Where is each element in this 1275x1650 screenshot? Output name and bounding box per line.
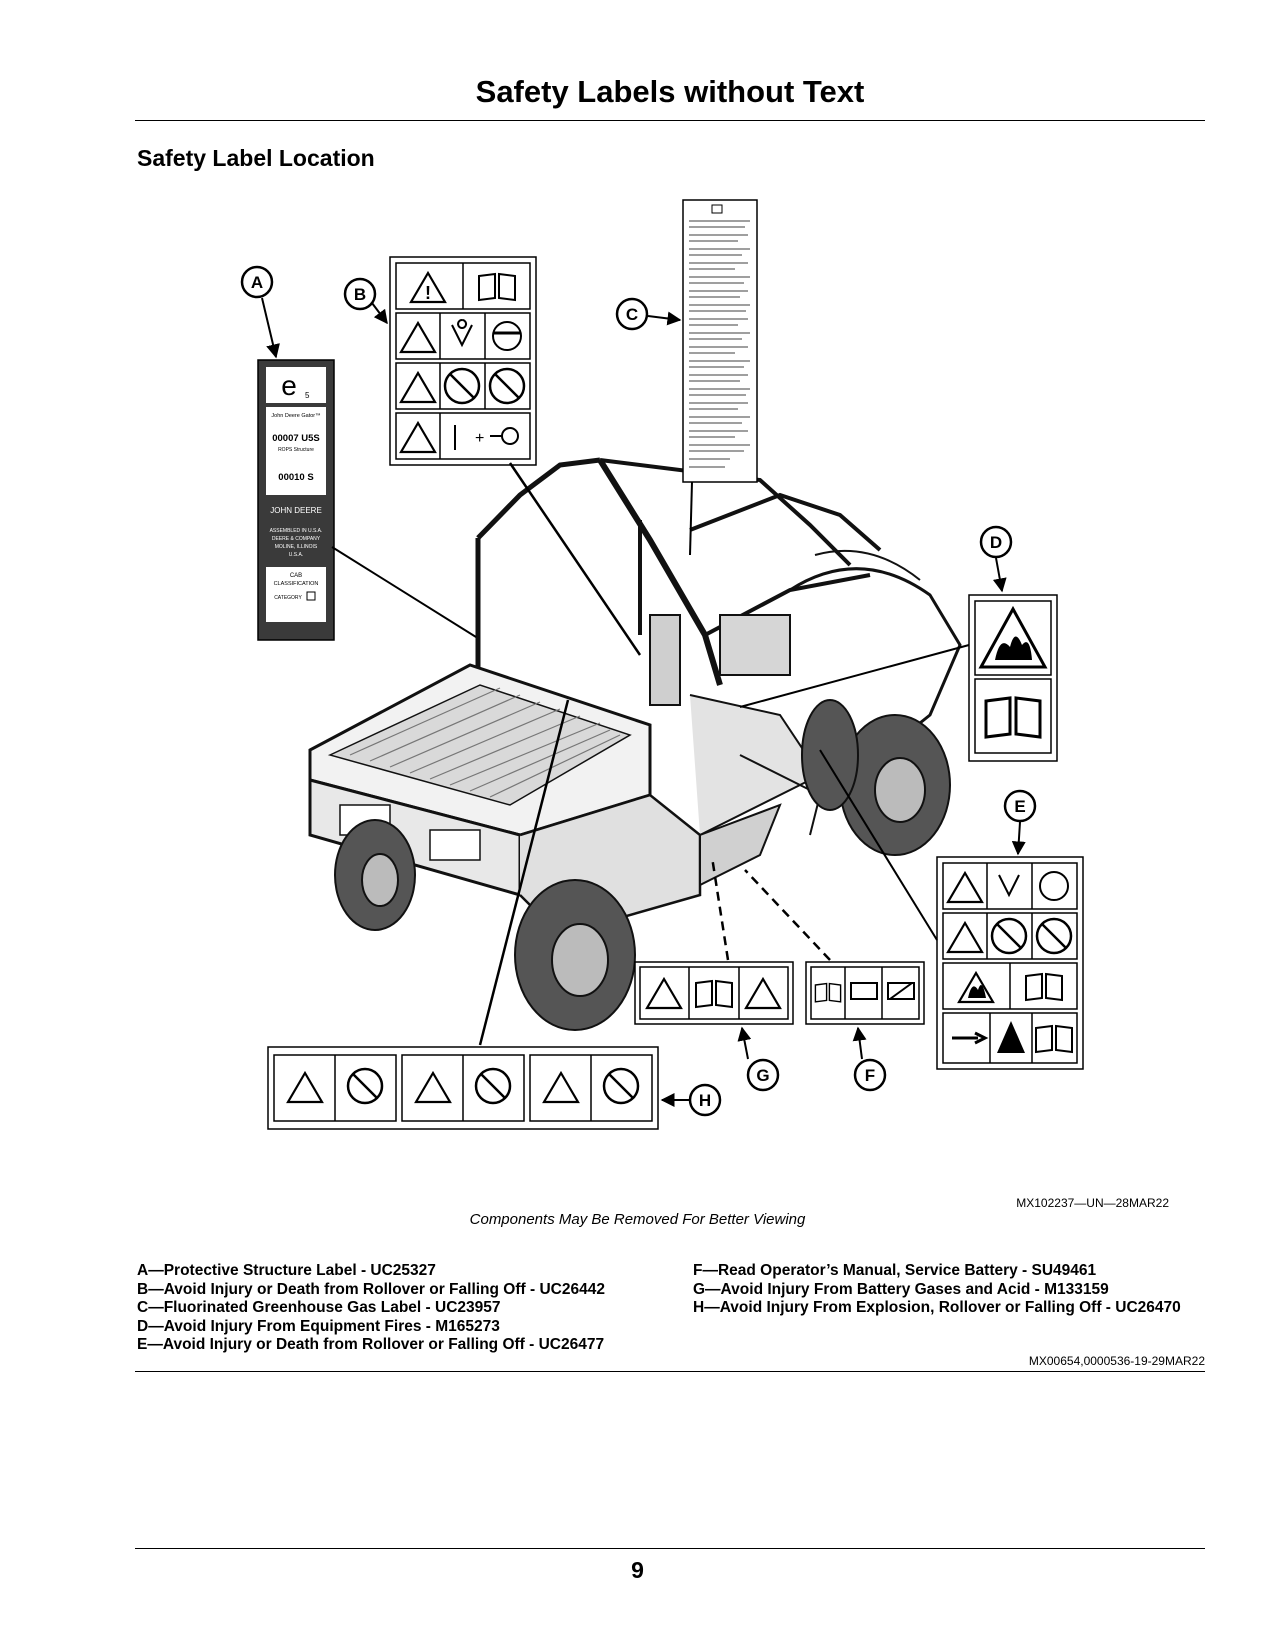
leader-e <box>819 749 938 941</box>
legend-item-g: G—Avoid Injury From Battery Gases and Ac… <box>693 1280 1109 1298</box>
label-d-equipment-fires <box>968 594 1058 762</box>
document-id: MX00654,0000536-19-29MAR22 <box>1028 1354 1205 1368</box>
label-g-battery-gases <box>634 961 794 1025</box>
tool-icon <box>952 1031 989 1045</box>
callout-f-letter: F <box>865 1066 875 1085</box>
no-tipping-icon <box>1035 917 1073 955</box>
utility-vehicle <box>308 457 962 1031</box>
title-rule <box>135 120 1205 121</box>
callout-e-letter: E <box>1014 797 1025 816</box>
callout-c: C <box>615 297 682 331</box>
legend-right-column: F—Read Operator’s Manual, Service Batter… <box>693 1262 1193 1318</box>
legend-item-b: B—Avoid Injury or Death from Rollover or… <box>137 1280 605 1298</box>
section-title: Safety Label Location <box>137 145 375 171</box>
no-rollover-icon <box>474 1067 512 1105</box>
label-a-protective-structure: e 5 John Deere Gator™ 00007 U5S ROPS Str… <box>257 359 335 641</box>
callout-e: E <box>1003 789 1037 856</box>
section-rule <box>135 1371 1205 1372</box>
helmet-icon <box>492 321 522 351</box>
figure-id: MX102237—UN—28MAR22 <box>1016 1196 1169 1210</box>
label-f-service-battery <box>805 961 925 1025</box>
label-c-fluorinated-gas <box>682 199 758 483</box>
callout-b: B <box>343 277 388 325</box>
leader-c <box>689 481 693 556</box>
leader-b <box>508 462 642 656</box>
legend-item-e: E—Avoid Injury or Death from Rollover or… <box>137 1336 605 1353</box>
callout-a: A <box>240 265 280 359</box>
no-rollover-icon <box>990 917 1028 955</box>
no-riders-icon <box>602 1067 640 1105</box>
label-a-line-8: MOLINE, ILLINOIS <box>275 544 318 550</box>
seatbelt-icon <box>451 319 473 348</box>
callout-h-letter: H <box>699 1091 711 1110</box>
callout-g-letter: G <box>756 1066 769 1085</box>
legend-item-d: D—Avoid Injury From Equipment Fires - M1… <box>137 1317 500 1335</box>
label-b-rollover-warning: ! + <box>389 256 537 466</box>
label-a-line-11: CLASSIFICATION <box>274 581 319 587</box>
legend-left-column: A—Protective Structure Label - UC25327 B… <box>137 1262 605 1355</box>
callout-c-letter: C <box>626 305 638 324</box>
no-open-flame-icon <box>346 1067 384 1105</box>
label-e-rollover-warning <box>936 856 1084 1070</box>
safety-label-location-figure: e 5 John Deere Gator™ 00007 U5S ROPS Str… <box>0 195 1275 1195</box>
leader-f <box>744 869 831 961</box>
legend-item-a: A—Protective Structure Label - UC25327 <box>137 1262 436 1279</box>
callout-d-letter: D <box>990 533 1002 552</box>
svg-text:5: 5 <box>305 391 310 400</box>
leader-d <box>739 644 970 708</box>
svg-text:+: + <box>475 430 484 447</box>
helmet-icon <box>1039 871 1069 901</box>
label-h-explosion-rollover <box>267 1046 659 1130</box>
key-icon: + <box>454 425 519 450</box>
callout-d: D <box>979 525 1013 593</box>
label-a-line-12: CATEGORY <box>274 595 302 601</box>
seatbelt-icon <box>998 874 1020 898</box>
label-a-line-10: CAB <box>290 573 302 579</box>
leader-a <box>331 546 477 638</box>
label-a-line-7: DEERE & COMPANY <box>272 536 321 542</box>
label-a-line-9: U.S.A. <box>289 552 303 558</box>
legend-item-c: C—Fluorinated Greenhouse Gas Label - UC2… <box>137 1299 501 1316</box>
callout-a-letter: A <box>251 273 263 292</box>
fire-icon <box>995 636 1032 660</box>
no-tipping-icon <box>488 367 526 405</box>
legend-item-f: F—Read Operator’s Manual, Service Batter… <box>693 1262 1097 1279</box>
legend-item-h: H—Avoid Injury From Explosion, Rollover … <box>693 1299 1181 1316</box>
callout-b-letter: B <box>354 285 366 304</box>
label-a-line-4: 00010 S <box>278 472 313 483</box>
svg-text:!: ! <box>425 283 431 303</box>
leader-h <box>478 699 570 1046</box>
label-a-line-2: 00007 U5S <box>272 433 320 444</box>
label-a-line-3: ROPS Structure <box>278 447 314 453</box>
battery-icon <box>850 982 878 1000</box>
vehicle-diagram: e 5 John Deere Gator™ 00007 U5S ROPS Str… <box>240 199 1084 1130</box>
leader-g <box>710 856 730 961</box>
label-a-line-5: JOHN DEERE <box>270 506 322 515</box>
footer-rule <box>135 1548 1205 1549</box>
page-title: Safety Labels without Text <box>475 74 865 109</box>
page-number: 9 <box>631 1557 644 1583</box>
no-rollover-icon <box>443 367 481 405</box>
callout-g: G <box>737 1026 780 1092</box>
label-a-line-1: John Deere Gator™ <box>271 413 320 419</box>
callout-h: H <box>660 1083 722 1117</box>
callout-f: F <box>852 1026 887 1092</box>
svg-text:e: e <box>281 370 297 401</box>
label-a-line-6: ASSEMBLED IN U.S.A. <box>270 528 323 534</box>
figure-caption: Components May Be Removed For Better Vie… <box>469 1211 806 1228</box>
lift-point-icon <box>997 1021 1025 1053</box>
